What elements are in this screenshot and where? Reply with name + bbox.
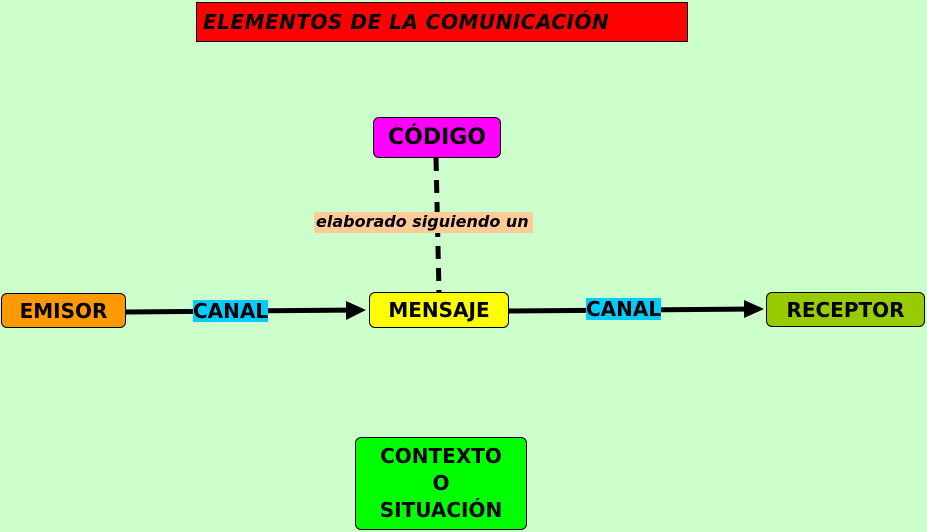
- mensaje-receptor-arrowhead: [744, 300, 764, 318]
- node-emisor[interactable]: EMISOR: [1, 293, 126, 328]
- emisor-mensaje-arrowhead: [346, 301, 366, 320]
- node-receptor[interactable]: RECEPTOR: [766, 292, 925, 327]
- node-contexto[interactable]: CONTEXTO O SITUACIÓN: [355, 437, 527, 530]
- node-emisor-label: EMISOR: [19, 298, 108, 323]
- node-codigo-label: CÓDIGO: [387, 125, 487, 150]
- diagram-title: ELEMENTOS DE LA COMUNICACIÓN: [196, 2, 688, 42]
- node-contexto-line-2: O: [432, 471, 450, 495]
- link-label-canal-left: CANAL: [193, 299, 269, 323]
- node-contexto-line-1: CONTEXTO: [380, 444, 502, 468]
- node-mensaje-label: MENSAJE: [388, 298, 490, 322]
- node-contexto-line-3: SITUACIÓN: [379, 498, 503, 522]
- link-label-canal-right: CANAL: [586, 297, 662, 321]
- node-codigo[interactable]: CÓDIGO: [373, 117, 501, 158]
- node-receptor-label: RECEPTOR: [786, 297, 905, 322]
- link-label-elaborado: elaborado siguiendo un: [314, 212, 533, 233]
- node-mensaje[interactable]: MENSAJE: [369, 292, 509, 328]
